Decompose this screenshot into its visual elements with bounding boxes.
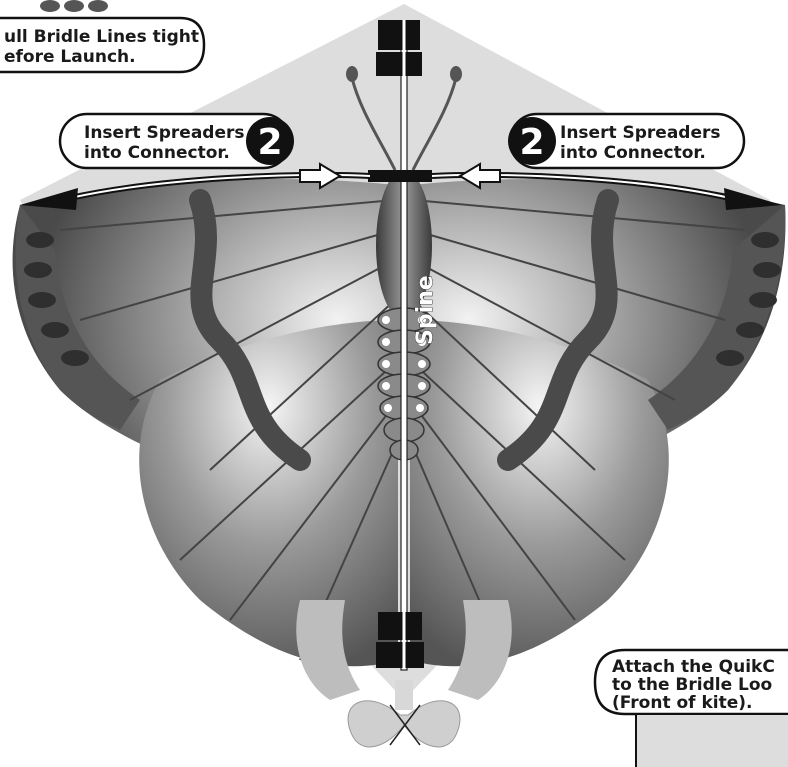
spreader-left-line1: Insert Spreaders bbox=[84, 123, 245, 143]
spreader-right-line2: into Connector. bbox=[560, 143, 706, 163]
bridle-tight-line1: ull Bridle Lines tight bbox=[4, 27, 199, 47]
right-hindwing bbox=[410, 320, 669, 666]
callout-attach-quikclip: Attach the QuikC to the Bridle Loo (Fron… bbox=[595, 650, 788, 767]
left-hindwing bbox=[139, 320, 398, 666]
spreader-right-line1: Insert Spreaders bbox=[560, 123, 721, 143]
callout-bridle-tight: ull Bridle Lines tight efore Launch. bbox=[0, 0, 204, 72]
right-antenna-tip bbox=[450, 66, 462, 82]
callout-spreader-right: 2 Insert Spreaders into Connector. bbox=[508, 114, 744, 168]
attach-line2: to the Bridle Loo bbox=[612, 675, 772, 695]
top-spine-cap bbox=[376, 20, 422, 76]
bridle-tight-line2: efore Launch. bbox=[4, 47, 136, 67]
attach-line3: (Front of kite). bbox=[612, 693, 753, 713]
left-antenna-tip bbox=[346, 66, 358, 82]
attach-detail-panel bbox=[636, 714, 788, 767]
bottom-spine-cap bbox=[376, 612, 424, 668]
spreader-connector bbox=[368, 170, 432, 182]
kite-icon-thumbnail bbox=[40, 0, 108, 12]
tail-bow bbox=[348, 680, 460, 747]
spreader-left-line2: into Connector. bbox=[84, 143, 230, 163]
callout-spreader-left: 2 Insert Spreaders into Connector. bbox=[60, 114, 294, 168]
step-number-left: 2 bbox=[257, 122, 282, 163]
spine-rod bbox=[401, 30, 407, 670]
spine-label: Spine bbox=[413, 275, 438, 345]
step-number-right: 2 bbox=[519, 122, 544, 163]
attach-line1: Attach the QuikC bbox=[612, 657, 775, 677]
